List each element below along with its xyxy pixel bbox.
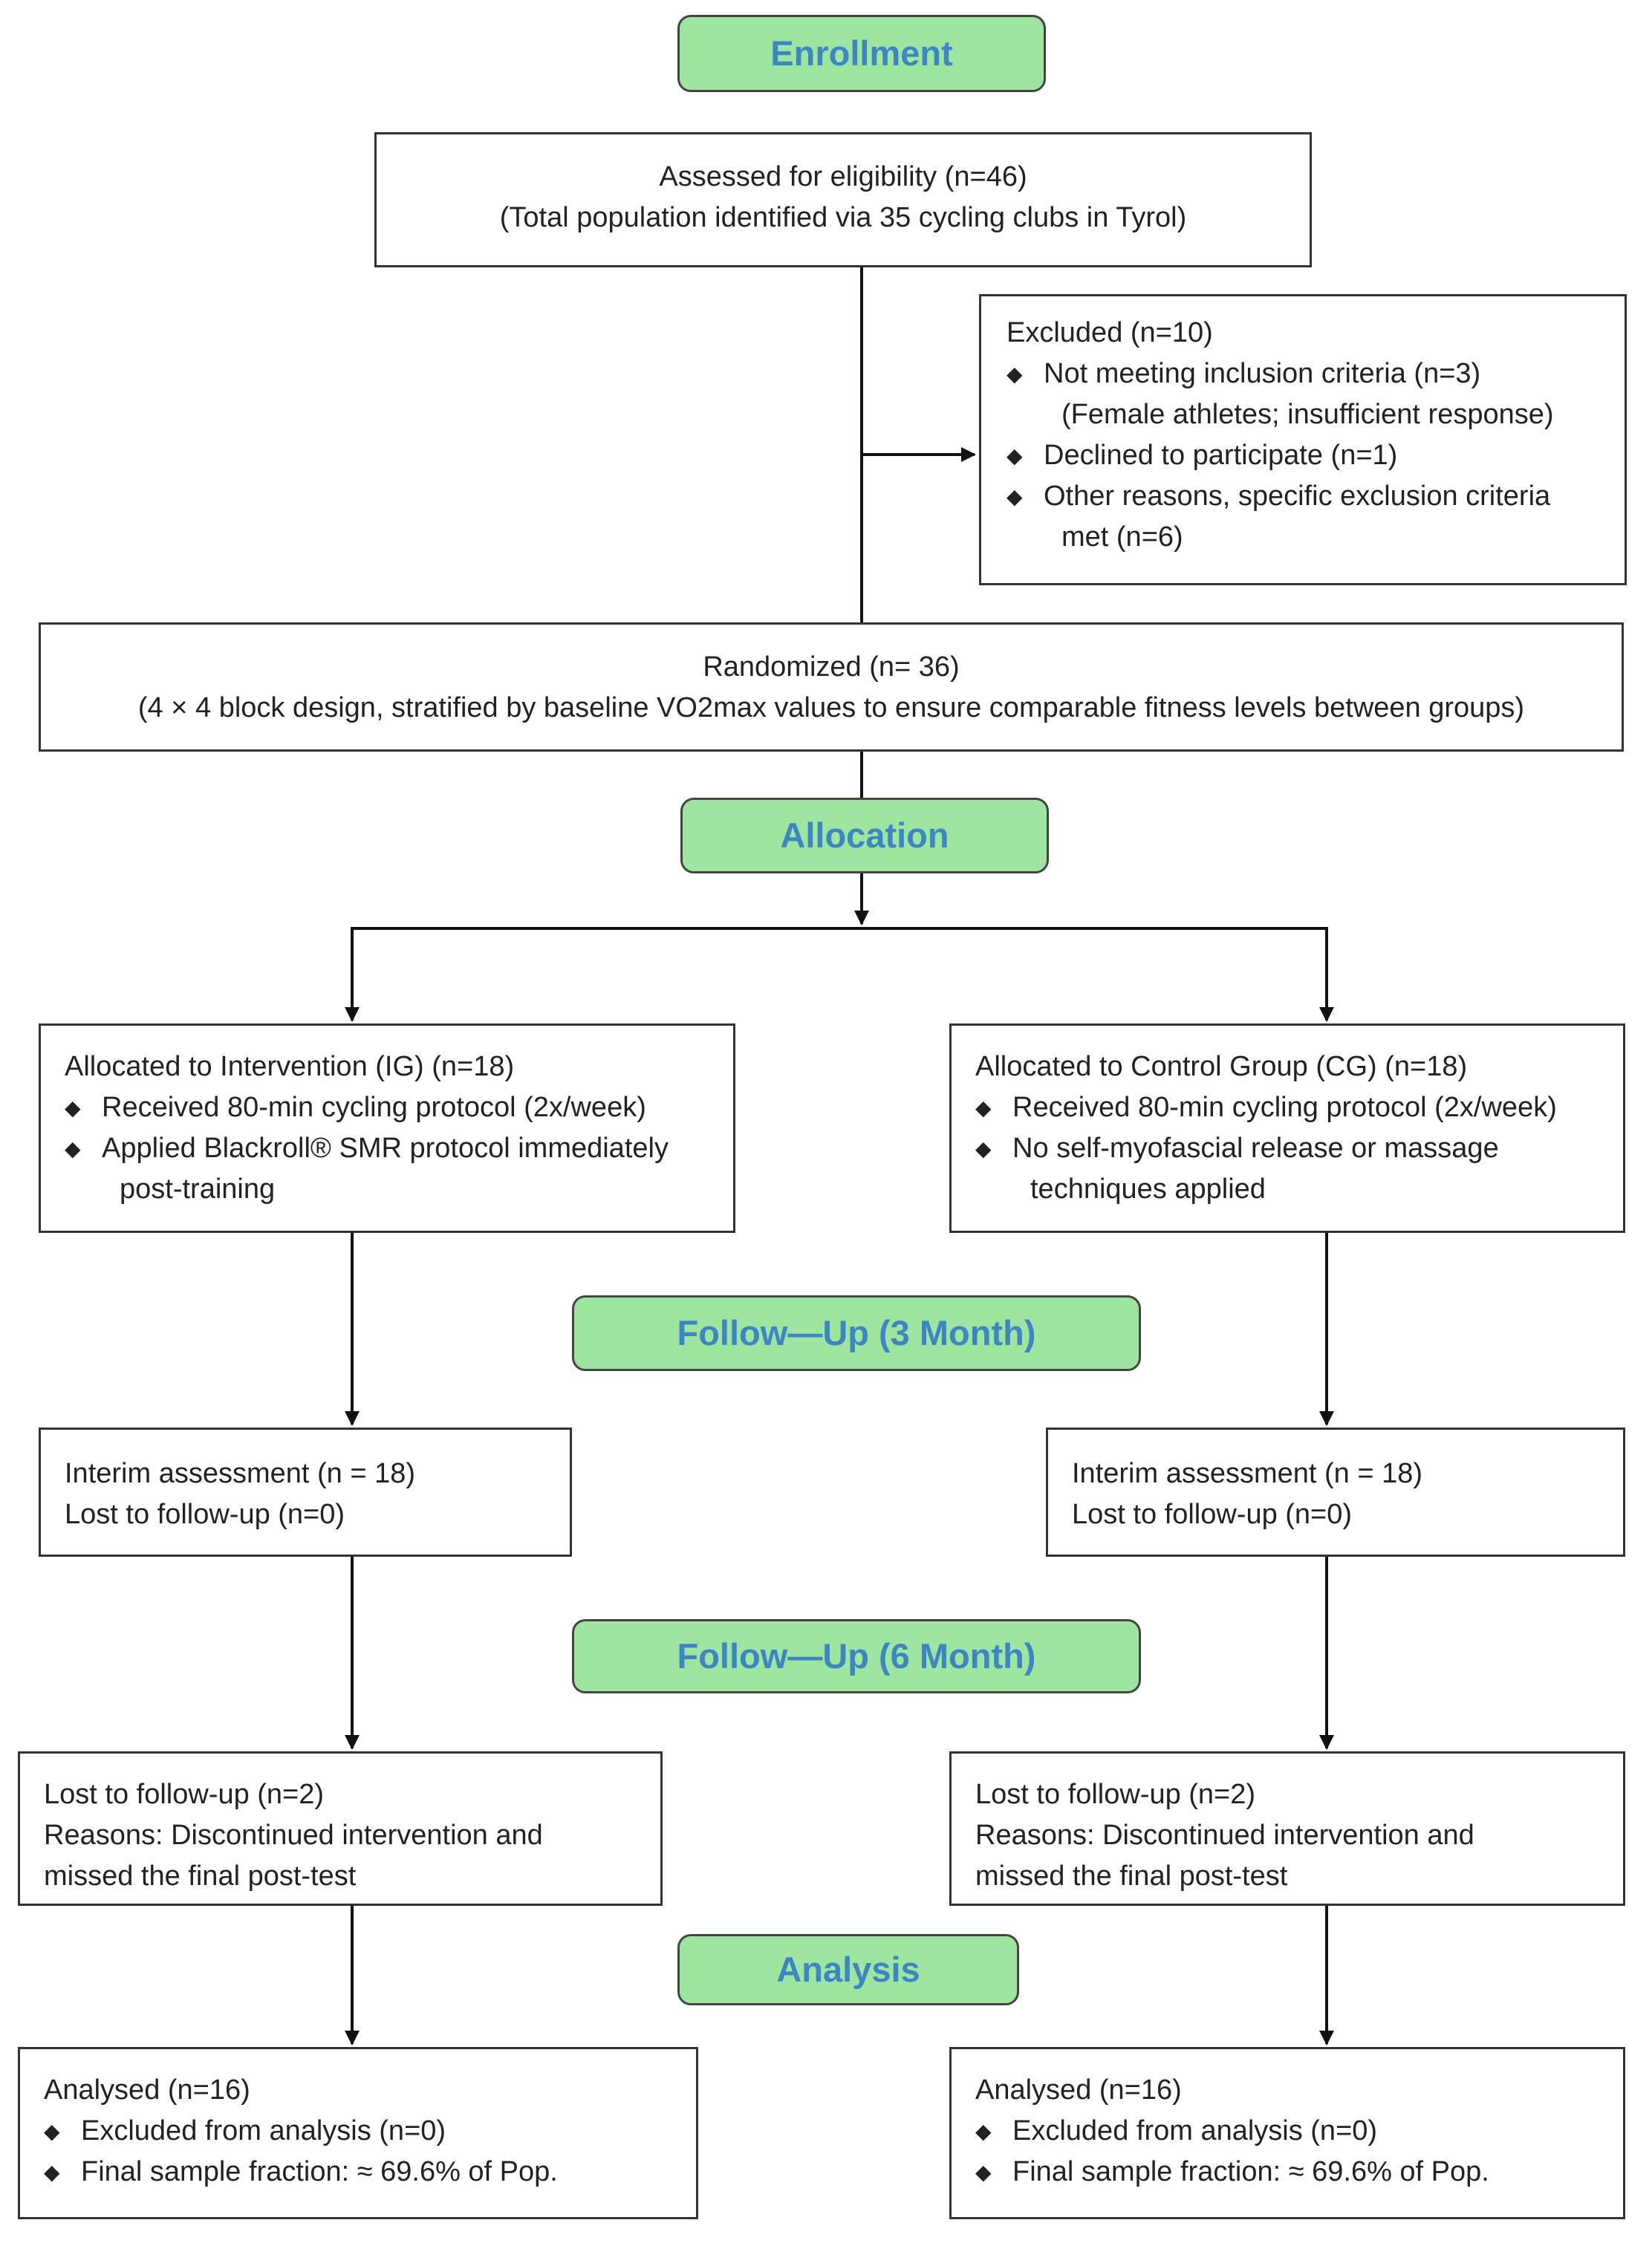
- excluded-item-text: Declined to participate (n=1): [1044, 440, 1398, 471]
- control-lost-box: Lost to follow-up (n=2) Reasons: Discont…: [949, 1751, 1625, 1906]
- control-allocation-item-text: No self-myofascial release or massage: [1012, 1133, 1499, 1164]
- intervention-allocation-item: ◆ Received 80-min cycling protocol (2x/w…: [65, 1087, 733, 1128]
- control-allocation-item: ◆ Received 80-min cycling protocol (2x/w…: [975, 1087, 1623, 1128]
- intervention-analysed-item-text: Final sample fraction: ≈ 69.6% of Pop.: [81, 2156, 558, 2187]
- randomized-count: Randomized (n= 36): [703, 651, 960, 683]
- intervention-lost-reason: Reasons: Discontinued intervention and: [44, 1820, 543, 1851]
- intervention-allocation-item-text: Received 80-min cycling protocol (2x/wee…: [102, 1092, 646, 1123]
- control-analysed-item: ◆ Final sample fraction: ≈ 69.6% of Pop.: [975, 2152, 1623, 2193]
- control-lost-reason: Reasons: Discontinued intervention and: [975, 1820, 1474, 1851]
- intervention-lost-reason-continued: missed the final post-test: [44, 1861, 357, 1892]
- eligibility-count: Assessed for eligibility (n=46): [659, 161, 1027, 192]
- phase-followup-3-month-label: Follow—Up (3 Month): [677, 1313, 1036, 1353]
- intervention-allocation-item: ◆ Applied Blackroll® SMR protocol immedi…: [65, 1128, 733, 1169]
- control-analysed-box: Analysed (n=16) ◆ Excluded from analysis…: [949, 2047, 1625, 2219]
- phase-followup-3-month: Follow—Up (3 Month): [572, 1295, 1141, 1371]
- excluded-item-text: Not meeting inclusion criteria (n=3): [1044, 358, 1481, 389]
- bullet-icon: ◆: [1007, 444, 1023, 467]
- control-allocation-item-text: Received 80-min cycling protocol (2x/wee…: [1012, 1092, 1557, 1123]
- bullet-icon: ◆: [1007, 485, 1023, 508]
- control-analysed-item-text: Excluded from analysis (n=0): [1012, 2115, 1378, 2146]
- control-analysed-item-text: Final sample fraction: ≈ 69.6% of Pop.: [1012, 2156, 1489, 2187]
- bullet-icon: ◆: [44, 2161, 60, 2184]
- intervention-lost-box: Lost to follow-up (n=2) Reasons: Discont…: [18, 1751, 663, 1906]
- phase-followup-6-month: Follow—Up (6 Month): [572, 1619, 1141, 1693]
- bullet-icon: ◆: [65, 1096, 81, 1119]
- phase-followup-6-month-label: Follow—Up (6 Month): [677, 1636, 1036, 1676]
- phase-enrollment: Enrollment: [677, 15, 1046, 92]
- phase-allocation-label: Allocation: [780, 816, 949, 855]
- phase-enrollment-label: Enrollment: [770, 33, 953, 73]
- intervention-allocation-item-text: Applied Blackroll® SMR protocol immediat…: [102, 1133, 669, 1164]
- excluded-item: ◆ Not meeting inclusion criteria (n=3): [1007, 354, 1625, 394]
- intervention-interim-lost: Lost to follow-up (n=0): [65, 1499, 345, 1530]
- excluded-item: ◆ Other reasons, specific exclusion crit…: [1007, 476, 1625, 517]
- bullet-icon: ◆: [1007, 362, 1023, 385]
- bullet-icon: ◆: [44, 2120, 60, 2143]
- bullet-icon: ◆: [975, 1137, 992, 1160]
- intervention-interim-count: Interim assessment (n = 18): [65, 1458, 416, 1489]
- intervention-allocation-item-continuation: post-training: [120, 1174, 276, 1205]
- intervention-allocation-box: Allocated to Intervention (IG) (n=18) ◆ …: [39, 1023, 735, 1233]
- bullet-icon: ◆: [65, 1137, 81, 1160]
- intervention-analysed-item-text: Excluded from analysis (n=0): [81, 2115, 446, 2146]
- control-lost-count: Lost to follow-up (n=2): [975, 1779, 1256, 1810]
- phase-analysis-label: Analysis: [776, 1950, 920, 1989]
- control-interim-lost: Lost to follow-up (n=0): [1072, 1499, 1353, 1530]
- intervention-analysed-box: Analysed (n=16) ◆ Excluded from analysis…: [18, 2047, 698, 2219]
- bullet-icon: ◆: [975, 2161, 992, 2184]
- excluded-item-continuation: (Female athletes; insufficient response): [1061, 399, 1554, 430]
- intervention-allocation-title: Allocated to Intervention (IG) (n=18): [65, 1051, 515, 1082]
- control-lost-reason-continued: missed the final post-test: [975, 1861, 1288, 1892]
- bullet-icon: ◆: [975, 2120, 992, 2143]
- excluded-box: Excluded (n=10) ◆ Not meeting inclusion …: [979, 294, 1627, 585]
- excluded-item: ◆ Declined to participate (n=1): [1007, 435, 1625, 476]
- control-analysed-title: Analysed (n=16): [975, 2074, 1182, 2106]
- intervention-analysed-item: ◆ Final sample fraction: ≈ 69.6% of Pop.: [44, 2152, 696, 2193]
- eligibility-source: (Total population identified via 35 cycl…: [499, 202, 1187, 233]
- randomized-box: Randomized (n= 36) (4 × 4 block design, …: [39, 622, 1624, 752]
- control-allocation-title: Allocated to Control Group (CG) (n=18): [975, 1051, 1468, 1082]
- intervention-analysed-title: Analysed (n=16): [44, 2074, 250, 2106]
- excluded-item-continuation: met (n=6): [1061, 521, 1183, 553]
- excluded-item-text: Other reasons, specific exclusion criter…: [1044, 481, 1551, 512]
- bullet-icon: ◆: [975, 1096, 992, 1119]
- control-interim-count: Interim assessment (n = 18): [1072, 1458, 1423, 1489]
- control-interim-box: Interim assessment (n = 18) Lost to foll…: [1046, 1428, 1625, 1557]
- phase-analysis: Analysis: [677, 1934, 1019, 2005]
- control-allocation-box: Allocated to Control Group (CG) (n=18) ◆…: [949, 1023, 1625, 1233]
- control-allocation-item: ◆ No self-myofascial release or massage: [975, 1128, 1623, 1169]
- phase-allocation: Allocation: [680, 798, 1049, 873]
- control-allocation-item-continuation: techniques applied: [1030, 1174, 1266, 1205]
- randomized-design: (4 × 4 block design, stratified by basel…: [137, 692, 1525, 723]
- intervention-interim-box: Interim assessment (n = 18) Lost to foll…: [39, 1428, 572, 1557]
- eligibility-box: Assessed for eligibility (n=46) (Total p…: [374, 132, 1312, 267]
- control-analysed-item: ◆ Excluded from analysis (n=0): [975, 2111, 1623, 2152]
- intervention-analysed-item: ◆ Excluded from analysis (n=0): [44, 2111, 696, 2152]
- intervention-lost-count: Lost to follow-up (n=2): [44, 1779, 325, 1810]
- excluded-title: Excluded (n=10): [1007, 317, 1213, 348]
